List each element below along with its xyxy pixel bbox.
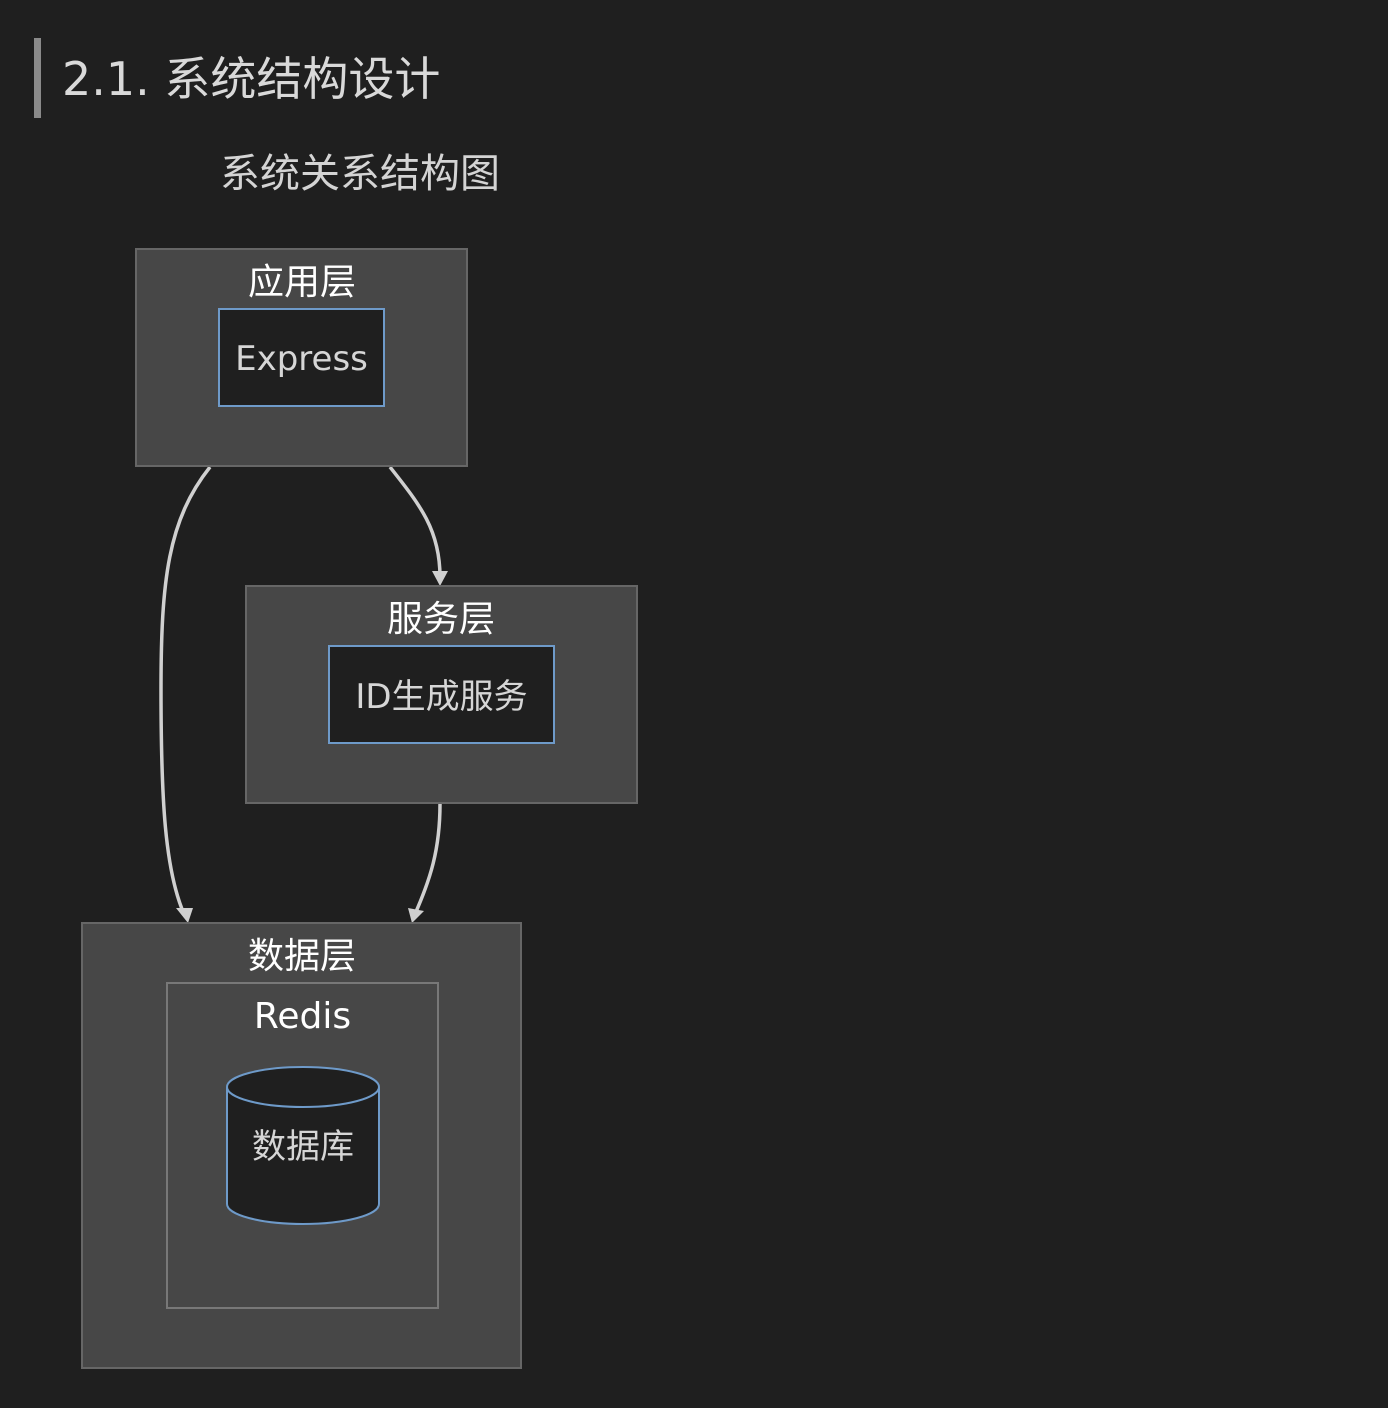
arrowhead-app-to-data xyxy=(176,908,193,923)
redis-group: Redis 数据库 xyxy=(166,982,439,1309)
edge-app-to-service xyxy=(388,465,442,578)
service-layer: 服务层 ID生成服务 xyxy=(245,585,638,804)
app-layer-title: 应用层 xyxy=(248,262,356,303)
data-layer: 数据层 Redis 数据库 xyxy=(81,922,522,1369)
edges xyxy=(159,465,448,923)
edge-app-to-data xyxy=(159,465,212,915)
redis-group-title: Redis xyxy=(254,996,351,1037)
data-layer-title: 数据层 xyxy=(248,936,356,977)
app-layer: 应用层 Express xyxy=(135,248,468,467)
service-layer-title: 服务层 xyxy=(387,599,495,640)
edge-service-to-data xyxy=(413,803,442,915)
arrowhead-service-to-data xyxy=(408,908,424,923)
id-service-node-label: ID生成服务 xyxy=(355,677,527,717)
diagram-title: 系统关系结构图 xyxy=(220,151,500,197)
express-node-label: Express xyxy=(235,339,368,379)
database-cylinder-icon: 数据库 xyxy=(226,1066,380,1225)
arrowhead-app-to-service xyxy=(432,571,448,586)
database-node-label: 数据库 xyxy=(252,1127,354,1167)
id-service-node: ID生成服务 xyxy=(328,645,555,744)
section-heading: 2.1. 系统结构设计 xyxy=(62,52,441,106)
heading-accent-bar xyxy=(34,38,41,118)
express-node: Express xyxy=(218,308,385,407)
